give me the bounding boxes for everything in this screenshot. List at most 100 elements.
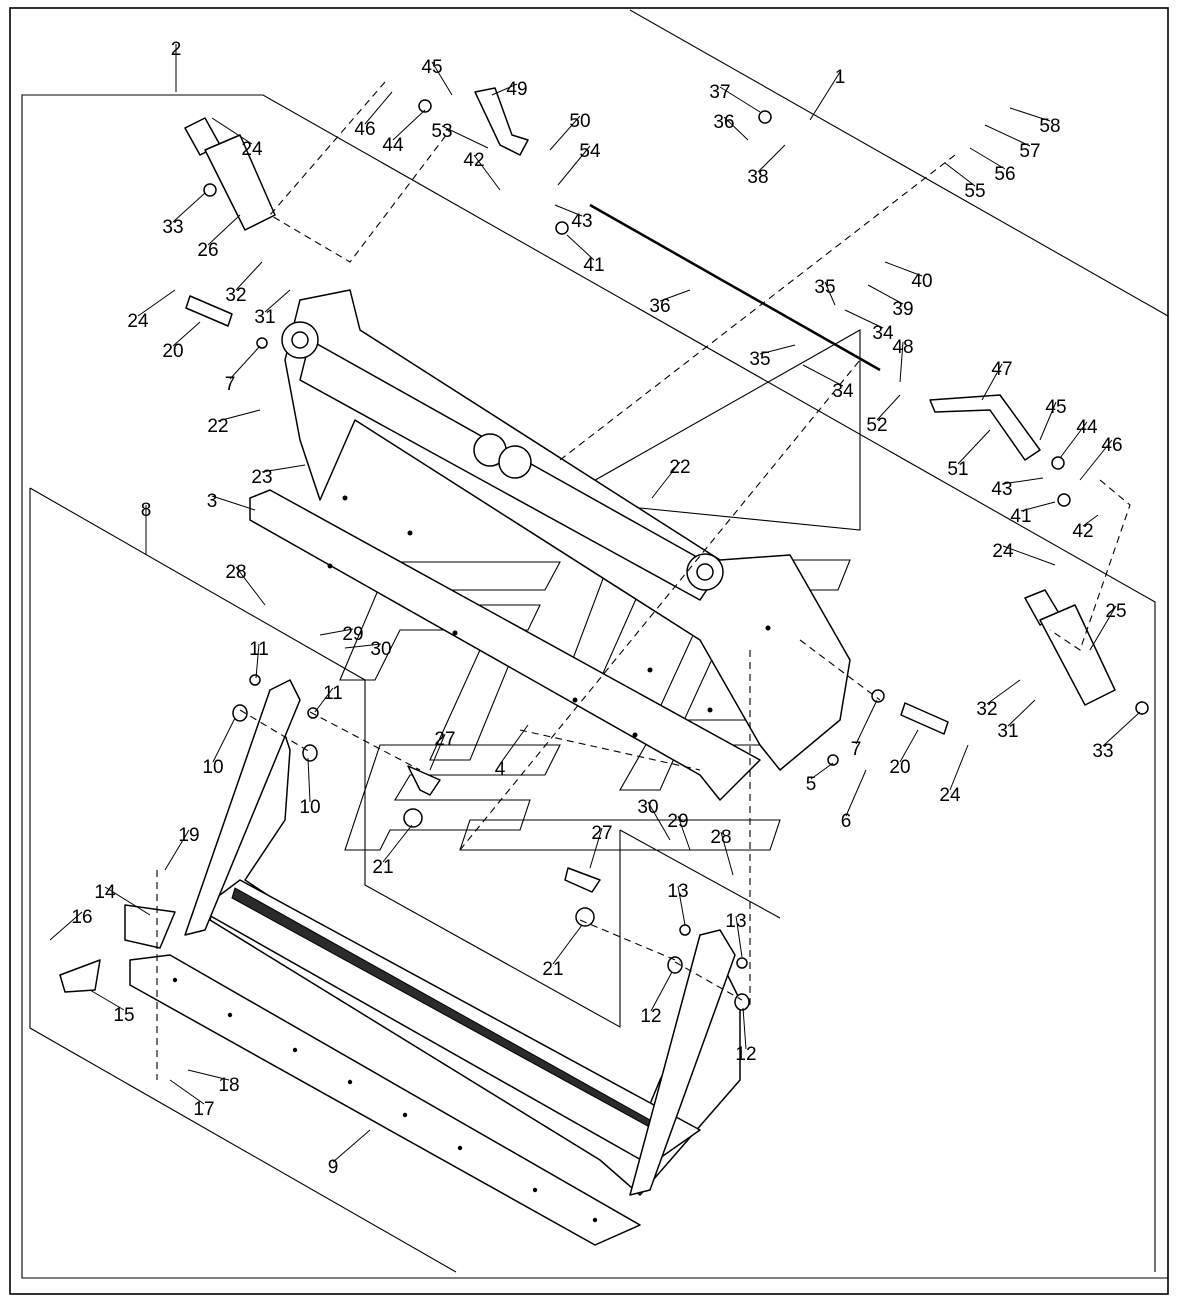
callout-c49: 49 (506, 79, 527, 100)
linkage-rod (418, 87, 1071, 507)
callout-c15: 15 (113, 1005, 134, 1026)
leader-c22a (217, 409, 261, 422)
callout-c22a: 22 (207, 416, 228, 437)
leader-c33b (1102, 711, 1141, 747)
callout-c43b: 43 (991, 479, 1012, 500)
leader-c16 (49, 911, 83, 941)
callout-c30a: 30 (370, 639, 391, 660)
leader-c17 (169, 1079, 205, 1105)
callout-c1: 1 (835, 67, 846, 88)
callout-c31b: 31 (997, 721, 1018, 742)
callout-c13a: 13 (667, 881, 688, 902)
leader-c20a (172, 321, 201, 347)
leader-c32b (986, 679, 1021, 705)
leader-c18 (187, 1069, 230, 1081)
cylinder-25 (1024, 589, 1149, 715)
leader-c49 (491, 83, 518, 96)
callout-c41a: 41 (583, 255, 604, 276)
callout-c35b: 35 (749, 349, 770, 370)
callout-c45a: 45 (421, 57, 442, 78)
callout-c36b: 36 (649, 296, 670, 317)
leader-c19 (164, 829, 190, 871)
leader-c30a (344, 643, 382, 649)
leader-c46b (1079, 439, 1113, 481)
callout-c46a: 46 (354, 119, 375, 140)
callout-c37: 37 (709, 82, 730, 103)
callout-c31a: 31 (254, 307, 275, 328)
callout-c21b: 21 (542, 959, 563, 980)
leader-c35b (759, 344, 796, 355)
callout-c38: 38 (747, 167, 768, 188)
leader-c29b (677, 815, 691, 851)
group-boundary-8-left (29, 488, 457, 1273)
callout-c29a: 29 (342, 624, 363, 645)
callout-c48: 48 (892, 337, 913, 358)
callout-c57: 57 (1019, 141, 1040, 162)
callout-c7b: 7 (851, 739, 862, 760)
callout-c8: 8 (141, 500, 152, 521)
leader-c35a (824, 281, 836, 306)
leader-c23 (261, 464, 306, 473)
leader-c21b (552, 924, 583, 965)
callouts: 1234567789101011111212131314151617181920… (49, 39, 1141, 1178)
leader-c43b (1001, 477, 1044, 485)
leader-c54 (557, 145, 591, 186)
callout-c16: 16 (71, 907, 92, 928)
leader-c42b (1082, 514, 1099, 527)
callout-c9: 9 (328, 1157, 339, 1178)
leader-c36a (723, 116, 749, 141)
cylinder-26 (184, 117, 276, 231)
leader-c41a (566, 234, 595, 261)
leader-c28a (235, 566, 266, 606)
leader-c50 (549, 115, 581, 151)
callout-c32b: 32 (976, 699, 997, 720)
leader-c27a (429, 733, 446, 771)
callout-c55: 55 (964, 181, 985, 202)
callout-c2: 2 (171, 39, 182, 60)
callout-c20a: 20 (162, 341, 183, 362)
leader-c29a (319, 628, 354, 636)
leader-c5 (810, 762, 834, 780)
callout-c12a: 12 (640, 1006, 661, 1027)
group-boundary-8-right (619, 829, 781, 919)
callout-c34a: 34 (872, 323, 894, 344)
callout-c24a: 24 (241, 139, 263, 160)
leader-c55 (944, 162, 976, 187)
leader-c21a (382, 824, 413, 863)
leader-c47 (981, 363, 1003, 401)
callout-c27b: 27 (591, 823, 612, 844)
assembly-lines (156, 81, 1131, 1080)
callout-c30b: 30 (637, 797, 658, 818)
callout-c23: 23 (251, 467, 272, 488)
leader-c38 (757, 144, 786, 173)
callout-c24d: 24 (992, 541, 1014, 562)
leader-c11a (255, 643, 260, 679)
callout-c34b: 34 (832, 381, 854, 402)
leader-c45b (1039, 401, 1057, 441)
callout-c22b: 22 (669, 457, 690, 478)
leader-c6 (845, 769, 867, 817)
callout-c4: 4 (495, 759, 506, 780)
callout-c28b: 28 (710, 827, 731, 848)
leader-c45a (431, 61, 453, 96)
callout-c33a: 33 (162, 217, 183, 238)
leader-c41b (1020, 501, 1056, 512)
leader-c44a (392, 109, 426, 141)
leader-c9 (332, 1129, 371, 1163)
leader-c4 (499, 724, 529, 765)
callout-c17: 17 (193, 1099, 214, 1120)
callout-c45b: 45 (1045, 397, 1066, 418)
callout-c42a: 42 (463, 150, 484, 171)
leader-c31b (1007, 699, 1036, 727)
leader-c46a (364, 91, 393, 125)
leader-c3 (211, 495, 256, 511)
leader-c33a (172, 192, 206, 223)
callout-c19: 19 (178, 825, 199, 846)
cutting-edge-9 (129, 954, 641, 1246)
callout-c47: 47 (991, 359, 1012, 380)
leader-c26 (207, 214, 241, 246)
leader-c40 (884, 261, 923, 277)
leader-c13b (735, 915, 743, 958)
